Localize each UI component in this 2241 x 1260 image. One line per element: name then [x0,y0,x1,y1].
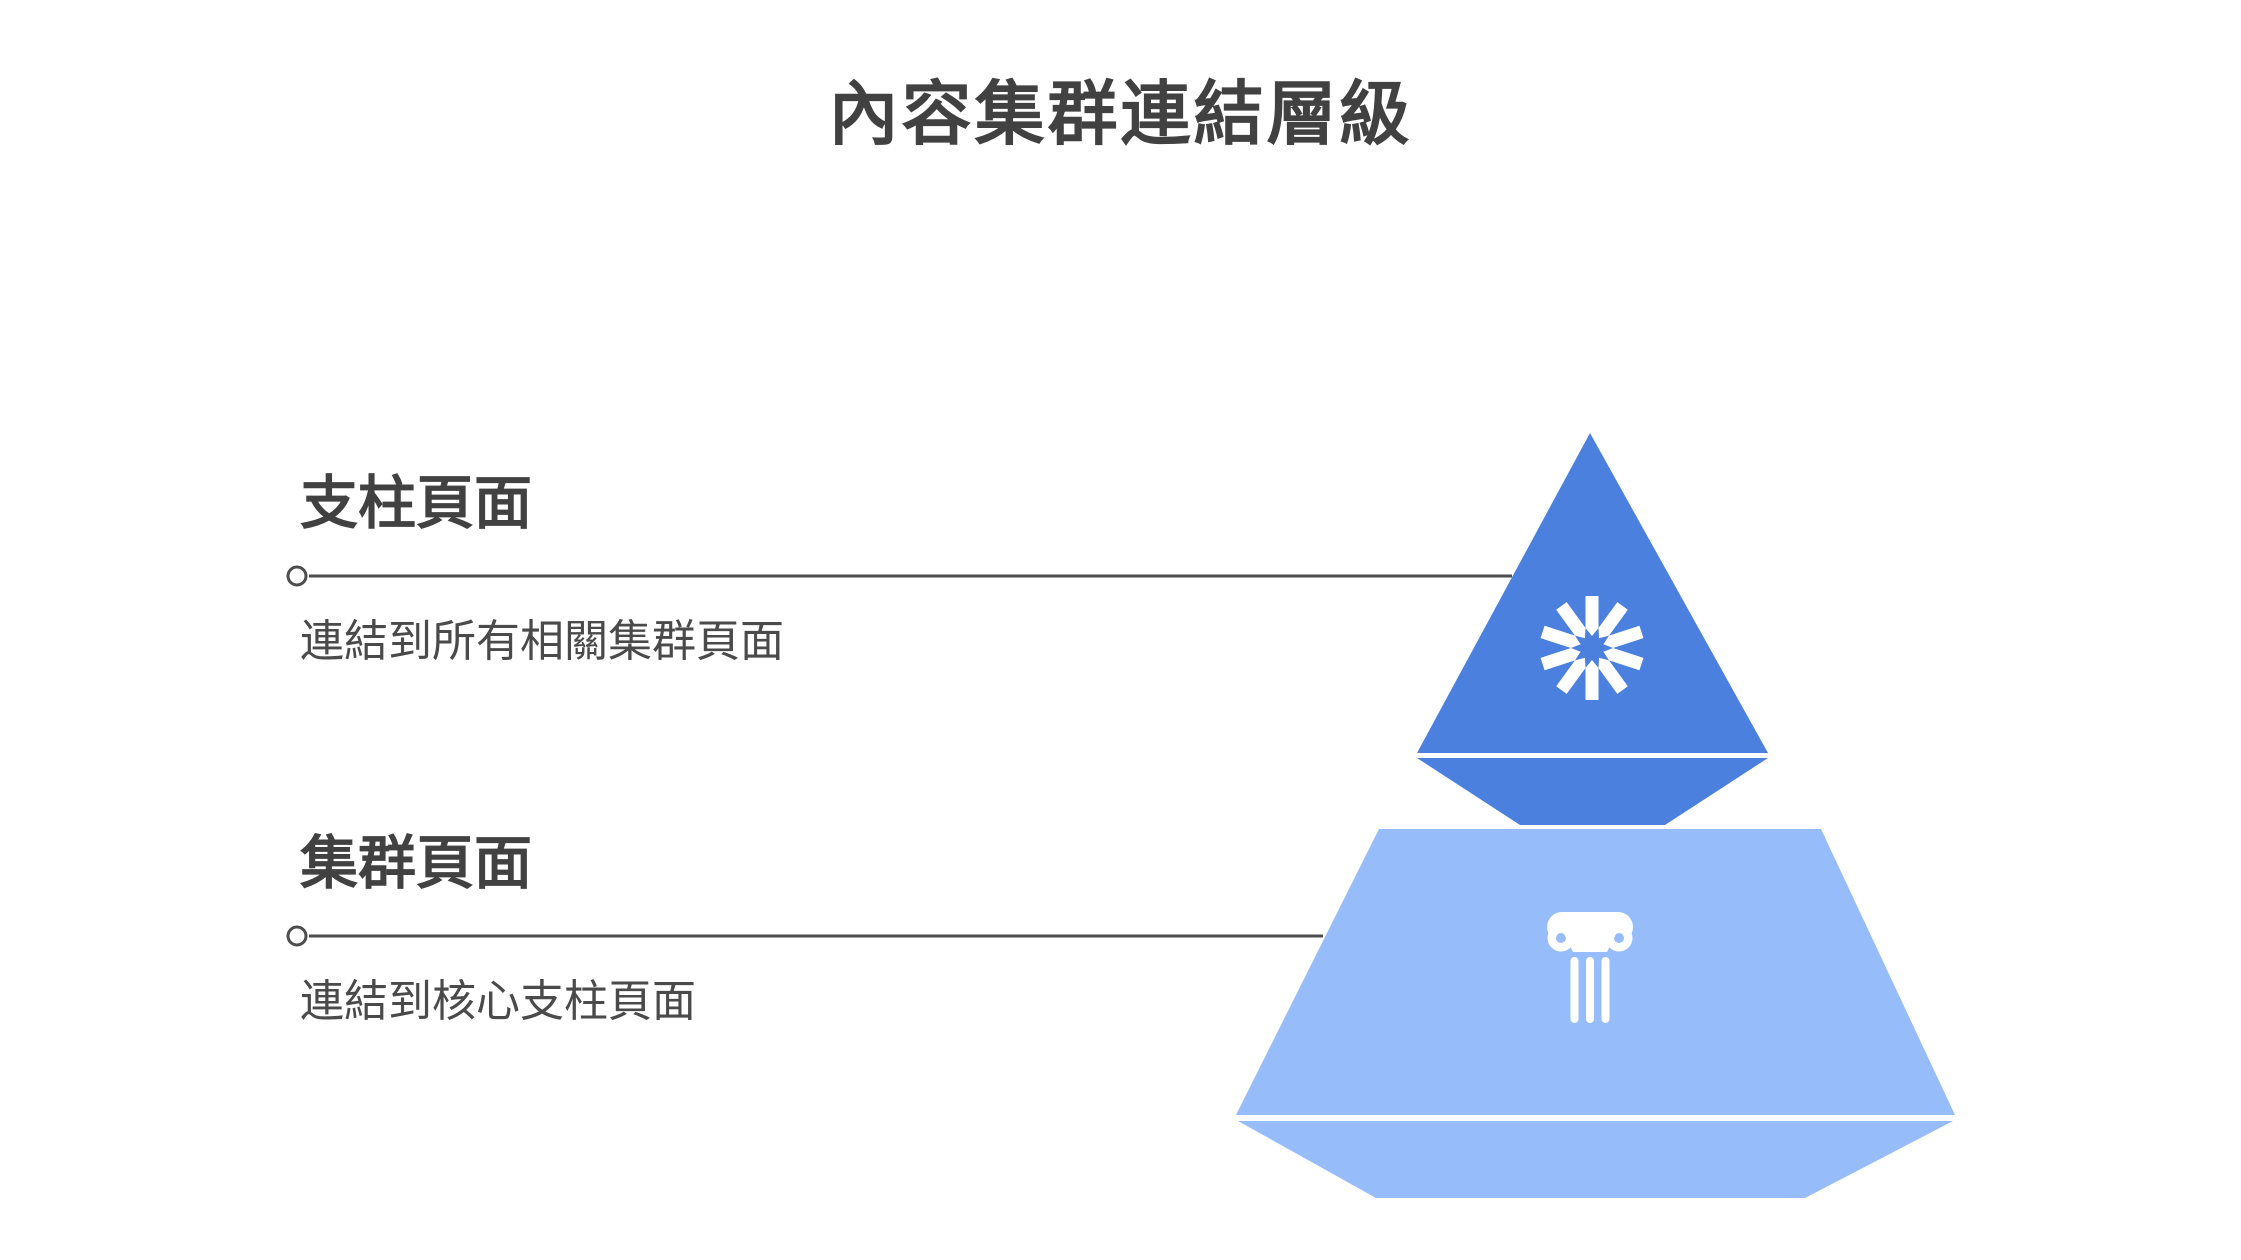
pyramid-bottom-level [1236,829,1955,1198]
cluster-trapezoid [1236,829,1955,1115]
cluster-bevel [1238,1121,1953,1198]
cluster-connector-dot [286,925,308,947]
pillar-bevel [1417,758,1768,825]
pillar-connector-dot [286,565,308,587]
pyramid-top-level [1417,433,1768,825]
pillar-triangle [1417,433,1768,753]
page-title: 內容集群連結層級 [828,75,1413,153]
pillar-page-label: 支柱頁面 [300,471,533,536]
pillar-page-description: 連結到所有相關集群頁面 [300,617,784,666]
column-icon [1547,912,1633,1023]
cluster-page-description: 連結到核心支柱頁面 [300,977,696,1026]
starburst-icon [1540,596,1644,700]
cluster-page-label: 集群頁面 [300,831,533,896]
